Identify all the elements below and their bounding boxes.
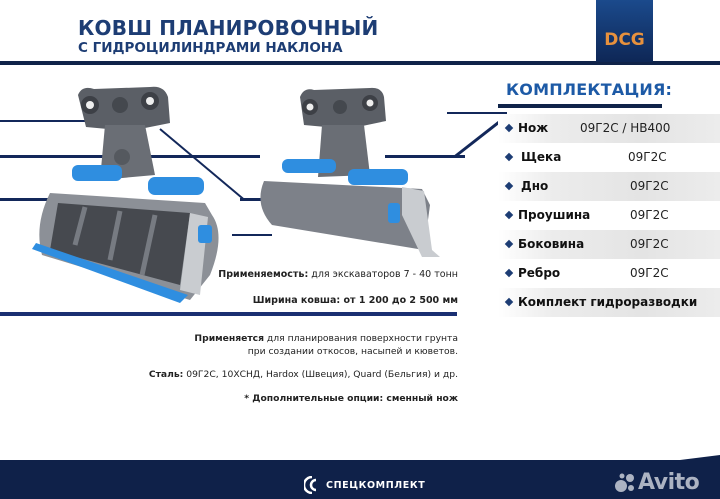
kit-item-name: Нож	[518, 121, 549, 135]
applicability-label: Применяемость:	[218, 269, 309, 280]
kit-row-cheek: Щека 09Г2С	[498, 143, 720, 172]
usage-text: для планирования поверхности грунта	[264, 333, 458, 344]
kit-row-bottom: Дно 09Г2С	[498, 172, 720, 201]
diamond-bullet-icon	[504, 123, 514, 133]
avito-watermark: Avito	[614, 470, 700, 495]
avito-dots-icon	[615, 473, 634, 492]
brand-tab-label: DCG	[604, 30, 645, 50]
bucket-image-open	[32, 86, 219, 303]
kit-item-material: 09Г2С / HB400	[580, 121, 671, 135]
kit-item-name: Ребро	[518, 266, 561, 280]
width-value: от 1 200 до 2 500 мм	[340, 295, 459, 306]
kit-list: Нож 09Г2С / HB400 Щека 09Г2С Дно 09Г2С П…	[498, 114, 720, 317]
connector-line	[447, 112, 507, 114]
kit-row-hydraulics: Комплект гидроразводки	[498, 288, 720, 317]
kit-item-material: 09Г2С	[628, 150, 667, 164]
kit-item-name: Проушина	[518, 208, 591, 222]
kit-title: КОМПЛЕКТАЦИЯ:	[506, 80, 673, 99]
kit-item-name: Комплект гидроразводки	[518, 295, 698, 309]
page-title: КОВШ ПЛАНИРОВОЧНЫЙ	[78, 16, 379, 40]
connector-line	[385, 155, 465, 158]
steel-value: 09Г2С, 10ХСНД, Hardox (Швеция), Quard (Б…	[183, 369, 458, 380]
diamond-bullet-icon	[504, 152, 514, 162]
steel-text: Сталь: 09Г2С, 10ХСНД, Hardox (Швеция), Q…	[149, 369, 458, 380]
kit-item-material: 09Г2С	[630, 179, 669, 193]
kit-item-name: Щека	[521, 150, 562, 164]
kit-item-material: 09Г2С	[630, 208, 669, 222]
bucket-width-text: Ширина ковша: от 1 200 до 2 500 мм	[253, 295, 458, 306]
connector-line	[0, 120, 90, 122]
connector-line	[240, 198, 270, 201]
diamond-bullet-icon	[504, 268, 514, 278]
kit-divider	[498, 104, 662, 108]
kit-item-material: 09Г2С	[630, 237, 669, 251]
usage-line-1: Применяется для планирования поверхности…	[194, 333, 458, 344]
steel-label: Сталь:	[148, 369, 184, 380]
header-divider	[0, 61, 720, 65]
avito-text: Avito	[638, 470, 700, 495]
kit-row-lug: Проушина 09Г2С	[498, 201, 720, 230]
usage-line-2: при создании откосов, насыпей и кюветов.	[247, 346, 458, 357]
diamond-bullet-icon	[504, 239, 514, 249]
bucket-image-closed	[260, 87, 440, 257]
header: КОВШ ПЛАНИРОВОЧНЫЙ С ГИДРОЦИЛИНДРАМИ НАК…	[0, 0, 720, 62]
kit-item-material: 09Г2С	[630, 266, 669, 280]
kit-item-name: Боковина	[518, 237, 585, 251]
company-name: СПЕЦКОМПЛЕКТ	[326, 479, 426, 491]
company-logo: СПЕЦКОМПЛЕКТ	[304, 476, 425, 494]
options-text: * Дополнительные опции: сменный нож	[244, 393, 458, 404]
diamond-bullet-icon	[504, 210, 514, 220]
page-subtitle: С ГИДРОЦИЛИНДРАМИ НАКЛОНА	[78, 40, 343, 56]
applicability-value: для экскаваторов 7 - 40 тонн	[308, 269, 458, 280]
connector-line	[232, 234, 272, 236]
usage-label: Применяется	[194, 333, 265, 344]
company-logo-icon	[304, 476, 317, 494]
kit-item-name: Дно	[521, 179, 549, 193]
applicability-text: Применяемость: для экскаваторов 7 - 40 т…	[218, 269, 458, 280]
kit-row-knife: Нож 09Г2С / HB400	[498, 114, 720, 143]
brand-tab: DCG	[596, 0, 653, 62]
width-label: Ширина ковша:	[252, 295, 341, 306]
kit-row-side: Боковина 09Г2С	[498, 230, 720, 259]
kit-row-rib: Ребро 09Г2С	[498, 259, 720, 288]
connector-line	[0, 198, 60, 201]
section-divider	[0, 312, 457, 316]
diamond-bullet-icon	[504, 181, 514, 191]
diamond-bullet-icon	[504, 297, 514, 307]
footer-band	[0, 460, 720, 499]
